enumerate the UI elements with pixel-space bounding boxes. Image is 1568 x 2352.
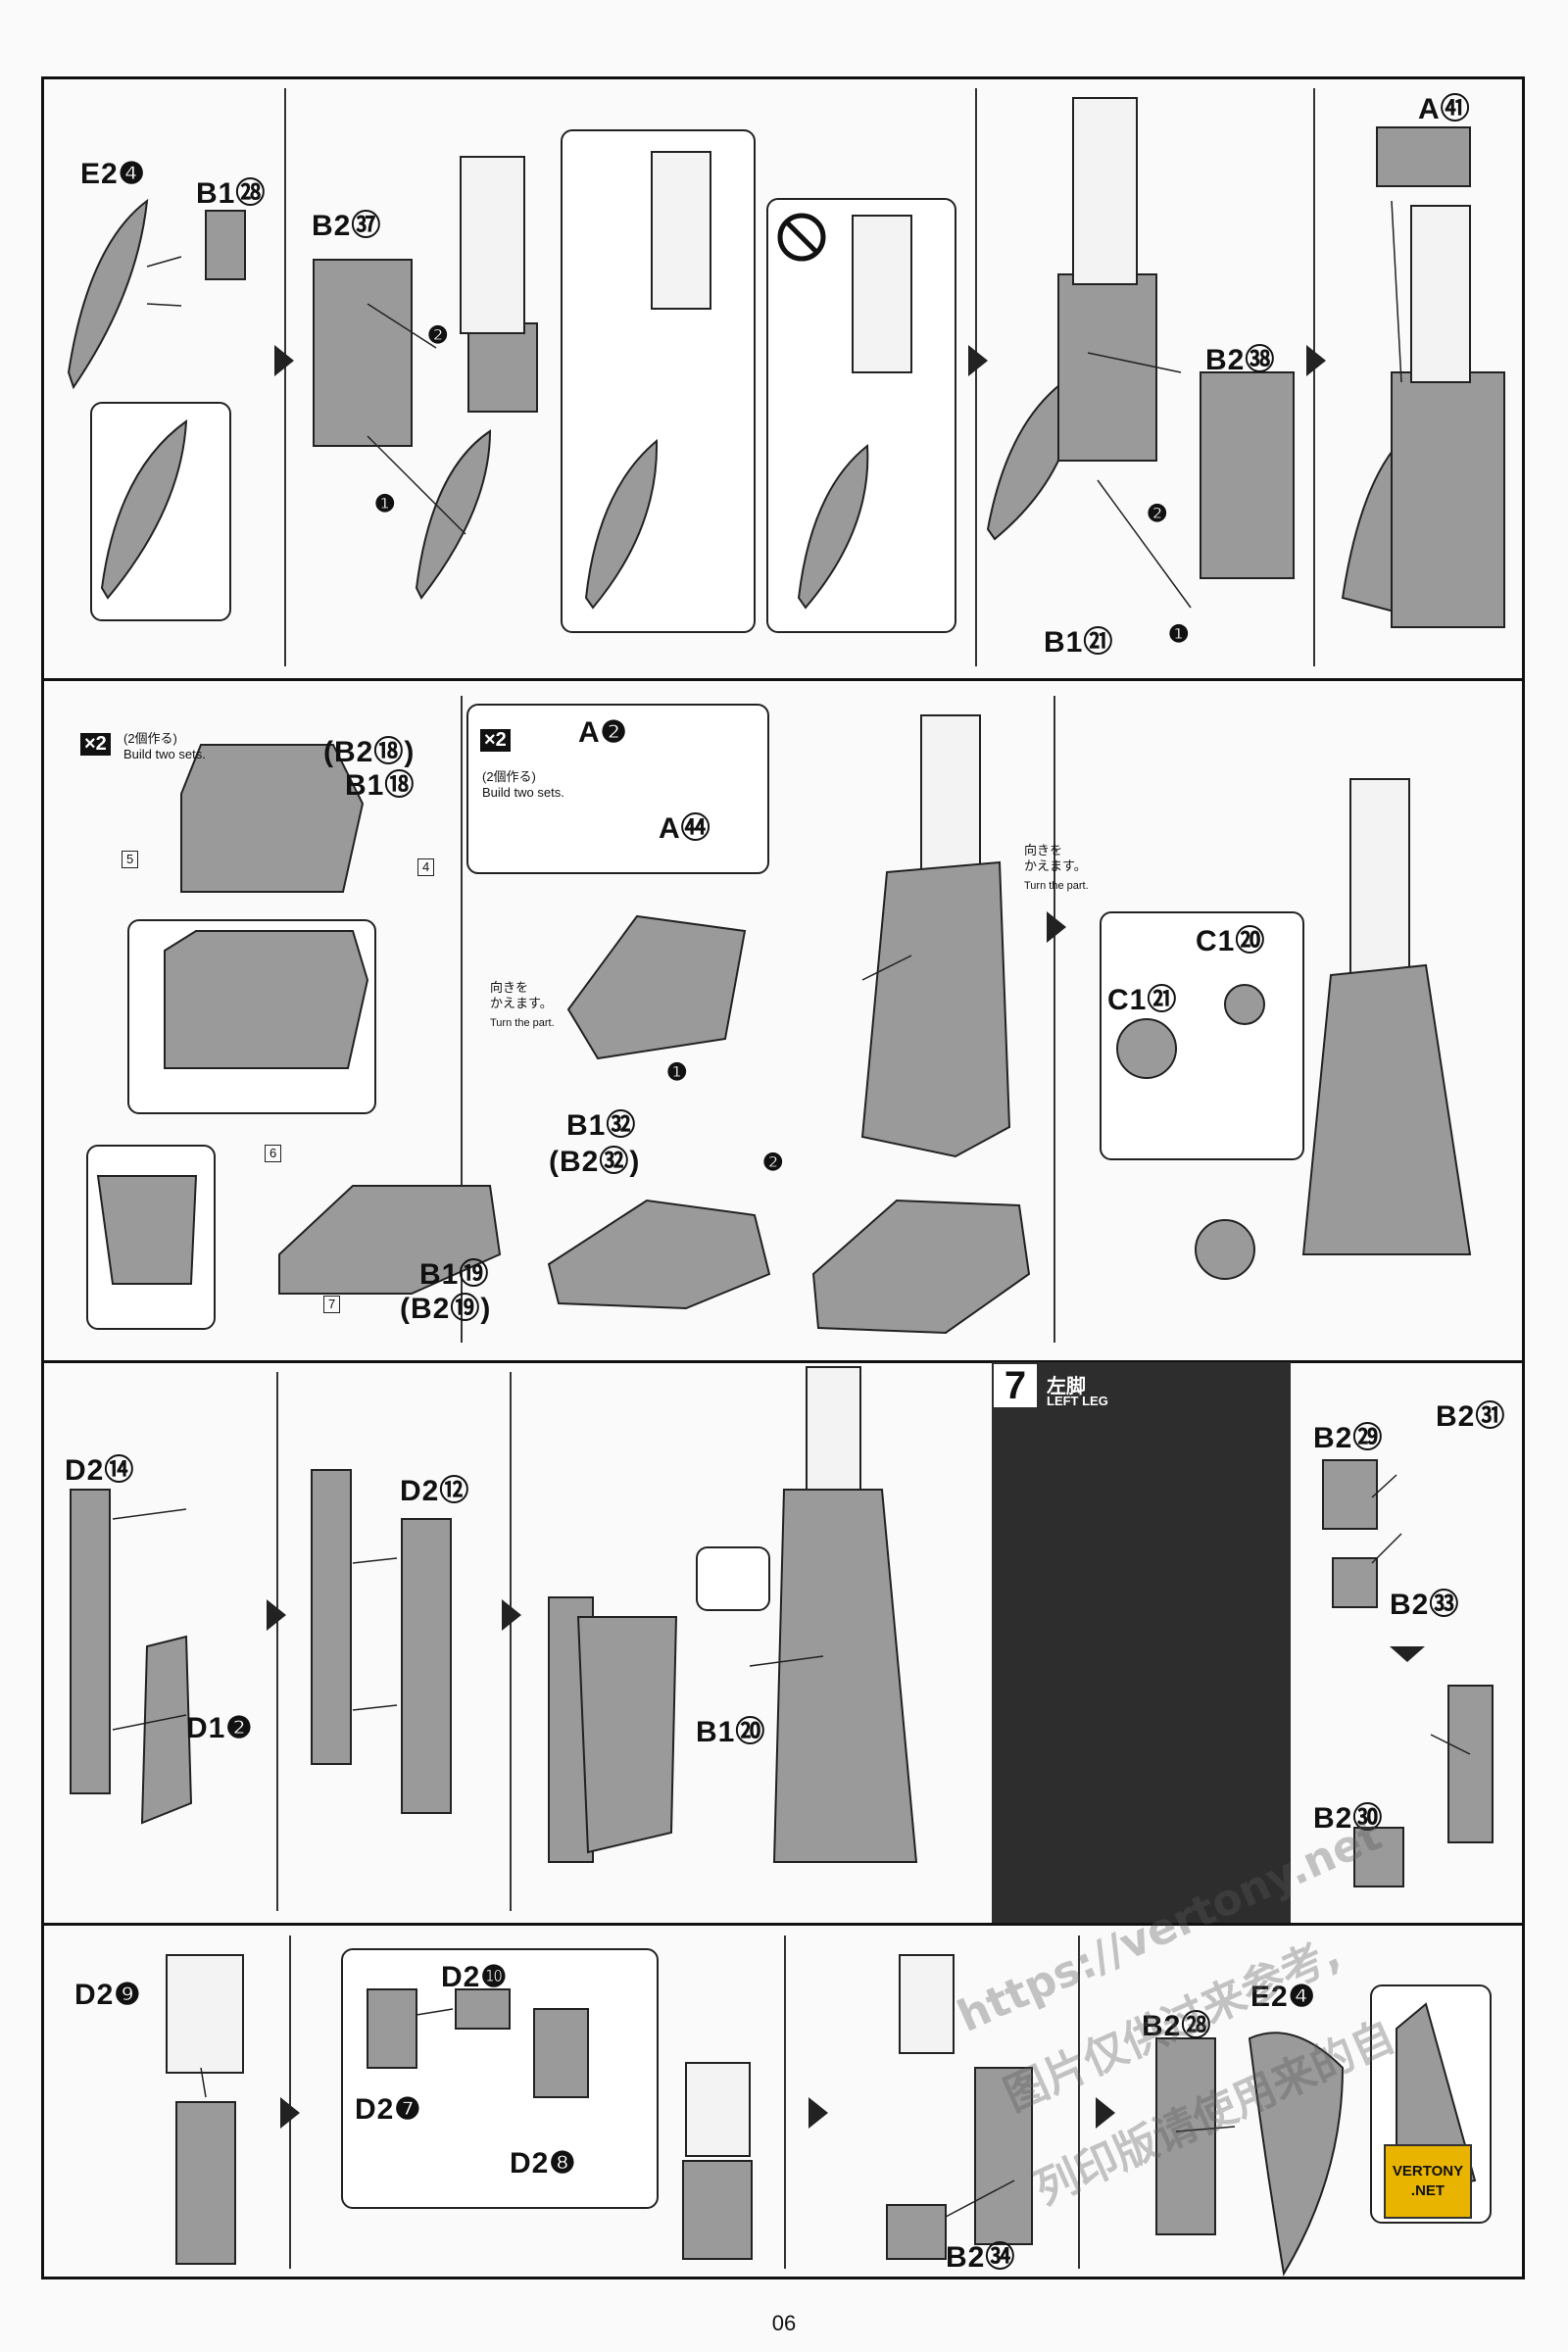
flow-arrow bbox=[1306, 345, 1326, 376]
step-marker: ❶ bbox=[666, 1059, 689, 1086]
part-label: E2❹ bbox=[80, 158, 146, 190]
quantity-badge: ×2 bbox=[480, 729, 511, 752]
part-label: B1㉘ bbox=[196, 177, 267, 210]
part-label: B1㉑ bbox=[1044, 626, 1114, 659]
column-divider bbox=[784, 1936, 786, 2269]
part-label: D2⑫ bbox=[400, 1475, 470, 1507]
turn-note-en: Turn the part. bbox=[490, 1017, 555, 1029]
manual-frame bbox=[41, 76, 1525, 2279]
column-divider bbox=[510, 1372, 512, 1911]
quantity-badge: ×2 bbox=[80, 733, 111, 756]
tab-number: 4 bbox=[417, 858, 435, 876]
flow-arrow bbox=[1096, 2097, 1115, 2129]
flow-arrow bbox=[808, 2097, 828, 2129]
part-label: B2㉝ bbox=[1390, 1589, 1460, 1621]
step-marker: ❶ bbox=[1168, 621, 1191, 648]
column-divider bbox=[276, 1372, 278, 1911]
step-number: 7 bbox=[994, 1364, 1037, 1407]
subassembly-box bbox=[466, 704, 769, 874]
step-marker: ❷ bbox=[427, 322, 450, 349]
part-label: B1⑳ bbox=[696, 1716, 766, 1748]
part-label: B2㉘ bbox=[1142, 2010, 1212, 2042]
tab-number: 7 bbox=[323, 1296, 341, 1313]
step-title-jp: 左脚 bbox=[1047, 1376, 1086, 1397]
part-label: B2㉛ bbox=[1436, 1400, 1506, 1433]
flow-arrow bbox=[502, 1599, 521, 1631]
flow-arrow bbox=[267, 1599, 286, 1631]
column-divider bbox=[461, 696, 463, 1343]
detail-inset bbox=[561, 129, 756, 633]
flow-arrow-down bbox=[1390, 1646, 1425, 1662]
step7-illustration bbox=[992, 1362, 1291, 1923]
turn-note-jp: 向きを かえます。 bbox=[490, 980, 553, 1010]
flow-arrow bbox=[968, 345, 988, 376]
part-label: A❷ bbox=[578, 716, 628, 749]
part-label: C1⑳ bbox=[1196, 925, 1266, 957]
part-label: D2⑭ bbox=[65, 1454, 135, 1487]
part-label: D2❼ bbox=[355, 2093, 422, 2126]
part-label: D1❷ bbox=[186, 1712, 254, 1744]
build-note-jp: (2個作る) bbox=[123, 731, 177, 746]
turn-note-en: Turn the part. bbox=[1024, 880, 1089, 892]
step-marker: ❷ bbox=[1147, 501, 1169, 527]
tab-number: 5 bbox=[122, 851, 139, 868]
column-divider bbox=[284, 88, 286, 666]
part-label: B2㊳ bbox=[1205, 344, 1276, 376]
step-marker: ❶ bbox=[374, 491, 397, 517]
part-label: B2㉙ bbox=[1313, 1422, 1384, 1454]
part-label: E2❹ bbox=[1250, 1981, 1316, 2013]
panel-divider bbox=[41, 1923, 1525, 1926]
column-divider bbox=[1078, 1936, 1080, 2269]
column-divider bbox=[1313, 88, 1315, 666]
part-label: D2❾ bbox=[74, 1979, 142, 2011]
step-marker: ❷ bbox=[762, 1150, 785, 1176]
part-label: D2❿ bbox=[441, 1961, 509, 1993]
detail-inset bbox=[696, 1546, 770, 1611]
part-label: B1⑱ bbox=[345, 769, 416, 802]
turn-note-jp: 向きを かえます。 bbox=[1024, 843, 1087, 873]
part-label: B1㉜ bbox=[566, 1109, 637, 1142]
part-label: (B2㉜) bbox=[549, 1146, 641, 1178]
part-label: (B2⑲) bbox=[400, 1293, 492, 1325]
part-label: B2㊲ bbox=[312, 210, 382, 242]
column-divider bbox=[975, 88, 977, 666]
build-note-jp: (2個作る) bbox=[482, 769, 536, 784]
part-label: A㊹ bbox=[659, 812, 711, 845]
page-number: 06 bbox=[771, 2311, 797, 2335]
watermark-badge: VERTONY .NET bbox=[1384, 2144, 1472, 2219]
part-label: B2㉚ bbox=[1313, 1802, 1384, 1835]
tab-number: 6 bbox=[265, 1145, 282, 1162]
build-note-en: Build two sets. bbox=[123, 747, 206, 761]
part-label: C1㉑ bbox=[1107, 984, 1178, 1016]
flow-arrow bbox=[1047, 911, 1066, 943]
step-title-en: LEFT LEG bbox=[1047, 1394, 1108, 1408]
part-label: B1⑲ bbox=[419, 1258, 490, 1291]
flow-arrow bbox=[280, 2097, 300, 2129]
part-label: A㊶ bbox=[1418, 93, 1471, 125]
part-label: B2㉞ bbox=[946, 2241, 1016, 2274]
panel-divider bbox=[41, 1360, 1525, 1363]
build-note-en: Build two sets. bbox=[482, 785, 564, 800]
column-divider bbox=[1054, 696, 1055, 1343]
panel-divider bbox=[41, 678, 1525, 681]
part-label: D2❽ bbox=[510, 2147, 577, 2180]
part-label: (B2⑱) bbox=[323, 736, 416, 768]
flow-arrow bbox=[274, 345, 294, 376]
